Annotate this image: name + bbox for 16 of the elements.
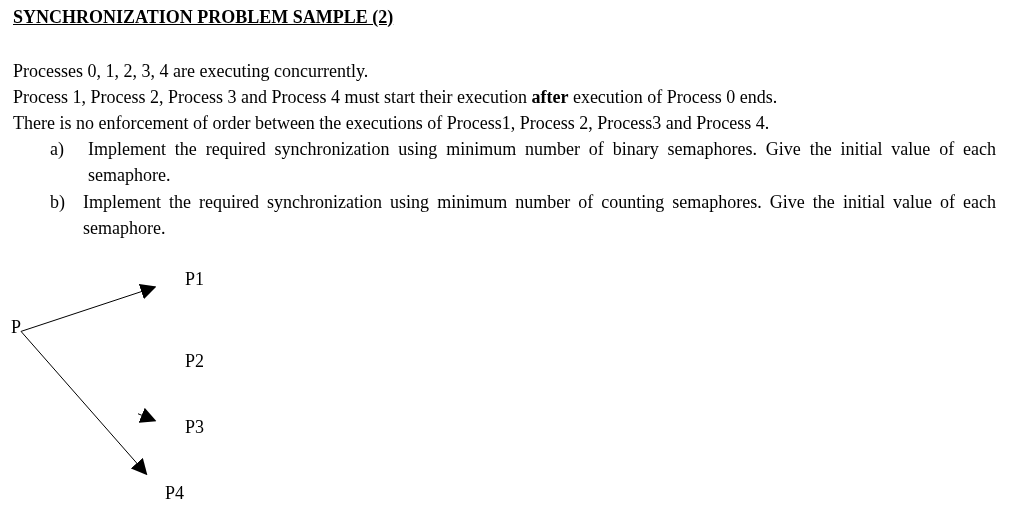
- order-note: There is no enforcement of order between the executions of Process1, Process 2, Process3 and Process 4.: [13, 112, 770, 135]
- process-label: P3: [155, 416, 204, 438]
- arrow: [20, 330, 148, 476]
- arrow: [20, 284, 157, 332]
- process-label: P4: [135, 474, 184, 504]
- process-label: P2: [185, 350, 204, 372]
- task-text: Implement the required synchronization using minimum number of counting semaphores. Give the initial value of each semaphore.: [83, 191, 996, 240]
- title: SYNCHRONIZATION PROBLEM SAMPLE (2): [13, 6, 394, 29]
- problem-statement: Processes 0, 1, 2, 3, 4 are executing concurrently.: [13, 60, 369, 83]
- process-label: P1: [155, 268, 204, 290]
- task-text: Implement the required synchronization using minimum number of binary semaphores. Give the initial value of each semaphore.: [88, 138, 996, 187]
- item-marker: b): [50, 191, 65, 214]
- process-label: P: [11, 316, 21, 338]
- arrow: [137, 407, 157, 423]
- requirement-text: Process 1, Process 2, Process 3 and Process 4 must start their execution after execution of Process 0 ends.: [13, 86, 778, 109]
- item-marker: a): [50, 138, 64, 161]
